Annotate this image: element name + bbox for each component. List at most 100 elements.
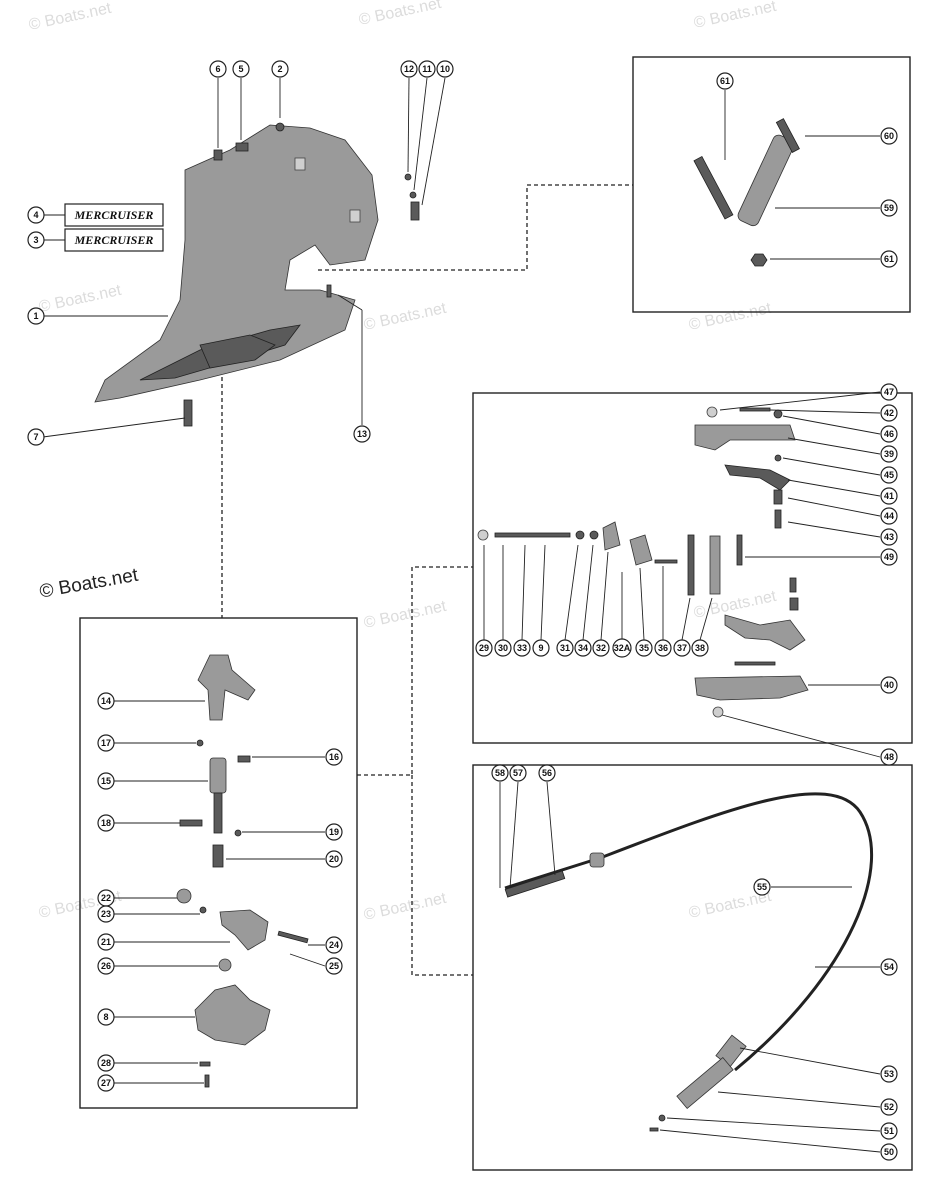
callout-49[interactable]: 49: [880, 548, 898, 566]
part-54-shift-cable: [504, 792, 874, 1072]
callout-26[interactable]: 26: [97, 957, 115, 975]
part-32-block: [602, 521, 621, 551]
callout-label: 17: [101, 738, 111, 748]
callout-25[interactable]: 25: [325, 957, 343, 975]
callout-2[interactable]: 2: [271, 60, 289, 78]
callout-label: 61: [884, 254, 894, 264]
part-56-cable-end: [504, 870, 566, 898]
part-11-washer: [409, 191, 417, 199]
callout-17[interactable]: 17: [97, 734, 115, 752]
callout-23[interactable]: 23: [97, 905, 115, 923]
callout-45[interactable]: 45: [880, 466, 898, 484]
callout-40[interactable]: 40: [880, 676, 898, 694]
callout-label: 8: [103, 1012, 108, 1022]
callout-28[interactable]: 28: [97, 1054, 115, 1072]
callout-label: 56: [542, 768, 552, 778]
callout-8[interactable]: 8: [97, 1008, 115, 1026]
part-22-gear: [176, 888, 192, 904]
box-shift-linkage: [472, 392, 913, 744]
callout-37[interactable]: 37: [673, 639, 691, 657]
callout-20[interactable]: 20: [325, 850, 343, 868]
callout-44[interactable]: 44: [880, 507, 898, 525]
callout-12[interactable]: 12: [400, 60, 418, 78]
callout-11[interactable]: 11: [418, 60, 436, 78]
callout-21[interactable]: 21: [97, 933, 115, 951]
callout-22[interactable]: 22: [97, 889, 115, 907]
part-48-ring: [712, 706, 724, 718]
callout-42[interactable]: 42: [880, 404, 898, 422]
callout-6[interactable]: 6: [209, 60, 227, 78]
part-21-shift-cam: [219, 909, 269, 951]
callout-53[interactable]: 53: [880, 1065, 898, 1083]
callout-label: 29: [479, 643, 489, 653]
part-30-rod: [494, 532, 571, 538]
part-44-spacer: [773, 489, 783, 505]
callout-59[interactable]: 59: [880, 199, 898, 217]
callout-10[interactable]: 10: [436, 60, 454, 78]
callout-7[interactable]: 7: [27, 428, 45, 446]
callout-38[interactable]: 38: [691, 639, 709, 657]
callout-label: 30: [498, 643, 508, 653]
callout-43[interactable]: 43: [880, 528, 898, 546]
callout-36[interactable]: 36: [654, 639, 672, 657]
callout-58[interactable]: 58: [491, 764, 509, 782]
callout-label: 7: [33, 432, 38, 442]
connector-dash: [357, 566, 473, 776]
part-18-screw: [179, 819, 203, 827]
callout-label: 36: [658, 643, 668, 653]
callout-54[interactable]: 54: [880, 958, 898, 976]
callout-32[interactable]: 32: [592, 639, 610, 657]
callout-41[interactable]: 41: [880, 487, 898, 505]
callout-13[interactable]: 13: [353, 425, 371, 443]
watermark: © Boats.net: [362, 300, 448, 334]
callout-46[interactable]: 46: [880, 425, 898, 443]
callout-39[interactable]: 39: [880, 445, 898, 463]
cable-guide: [589, 852, 605, 868]
callout-4[interactable]: 4: [27, 206, 45, 224]
callout-label: 13: [357, 429, 367, 439]
callout-57[interactable]: 57: [509, 764, 527, 782]
callout-61[interactable]: 61: [880, 250, 898, 268]
callout-56[interactable]: 56: [538, 764, 556, 782]
part-20-link: [212, 844, 224, 868]
callout-label: 27: [101, 1078, 111, 1088]
watermark: © Boats.net: [687, 300, 773, 334]
part-17-ball: [196, 739, 204, 747]
callout-50[interactable]: 50: [880, 1143, 898, 1161]
callout-35[interactable]: 35: [635, 639, 653, 657]
callout-label: 59: [884, 203, 894, 213]
callout-1[interactable]: 1: [27, 307, 45, 325]
callout-60[interactable]: 60: [880, 127, 898, 145]
callout-31[interactable]: 31: [556, 639, 574, 657]
callout-label: 35: [639, 643, 649, 653]
callout-33[interactable]: 33: [513, 639, 531, 657]
callout-9[interactable]: 9: [532, 639, 550, 657]
part-39-lever: [694, 424, 796, 451]
callout-15[interactable]: 15: [97, 772, 115, 790]
callout-14[interactable]: 14: [97, 692, 115, 710]
callout-30[interactable]: 30: [494, 639, 512, 657]
callout-label: 4: [33, 210, 38, 220]
callout-5[interactable]: 5: [232, 60, 250, 78]
callout-29[interactable]: 29: [475, 639, 493, 657]
callout-52[interactable]: 52: [880, 1098, 898, 1116]
callout-24[interactable]: 24: [325, 936, 343, 954]
callout-16[interactable]: 16: [325, 748, 343, 766]
callout-55[interactable]: 55: [753, 878, 771, 896]
callout-51[interactable]: 51: [880, 1122, 898, 1140]
callout-label: 1: [33, 311, 38, 321]
callout-27[interactable]: 27: [97, 1074, 115, 1092]
callout-34[interactable]: 34: [574, 639, 592, 657]
callout-32a[interactable]: 32A: [612, 638, 632, 658]
part-51-washer: [658, 1114, 666, 1122]
part-59-handle: [737, 134, 795, 227]
callout-48[interactable]: 48: [880, 748, 898, 766]
callout-3[interactable]: 3: [27, 231, 45, 249]
callout-label: 25: [329, 961, 339, 971]
callout-label: 60: [884, 131, 894, 141]
callout-label: 48: [884, 752, 894, 762]
callout-61-top[interactable]: 61: [716, 72, 734, 90]
callout-47[interactable]: 47: [880, 383, 898, 401]
callout-18[interactable]: 18: [97, 814, 115, 832]
callout-19[interactable]: 19: [325, 823, 343, 841]
